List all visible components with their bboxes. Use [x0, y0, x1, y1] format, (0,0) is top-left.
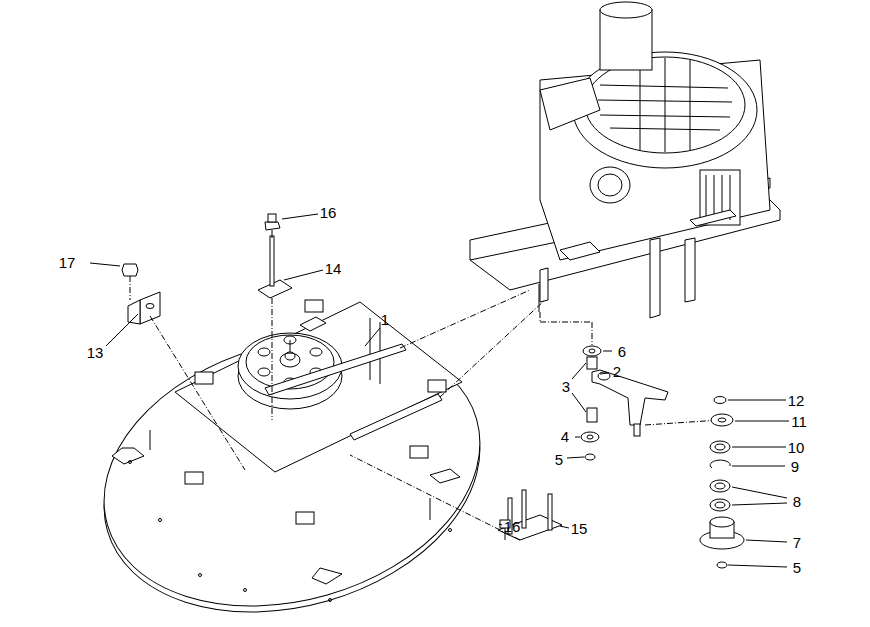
bracket — [350, 455, 562, 540]
callout-number: 9 — [791, 459, 799, 474]
callout-number: 5 — [793, 560, 801, 575]
callout-number: 17 — [59, 255, 76, 270]
belt — [265, 344, 442, 440]
callout-number: 12 — [788, 393, 805, 408]
callout-number: 5 — [555, 452, 563, 467]
leader-line — [90, 214, 789, 567]
callout-number: 8 — [793, 494, 801, 509]
callout-number: 6 — [618, 344, 626, 359]
callout-number: 16 — [320, 205, 337, 220]
explode-line — [400, 290, 720, 425]
engine — [470, 2, 780, 318]
callout-number: 14 — [325, 261, 342, 276]
callout-number: 3 — [562, 379, 570, 394]
callout-number: 16 — [504, 519, 521, 534]
bracket — [258, 214, 292, 420]
bracket — [122, 264, 245, 470]
callout-number: 13 — [87, 345, 104, 360]
mower-deck — [72, 296, 512, 627]
callout-number: 1 — [381, 312, 389, 327]
callout-number: 11 — [791, 414, 807, 429]
bearing-stack — [700, 397, 744, 569]
idler-arm — [581, 346, 668, 460]
callout-number: 7 — [793, 535, 801, 550]
callout-number: 2 — [613, 364, 621, 379]
callout-number: 10 — [788, 440, 805, 455]
callout-number: 4 — [561, 429, 569, 444]
callout-number: 15 — [571, 521, 588, 536]
